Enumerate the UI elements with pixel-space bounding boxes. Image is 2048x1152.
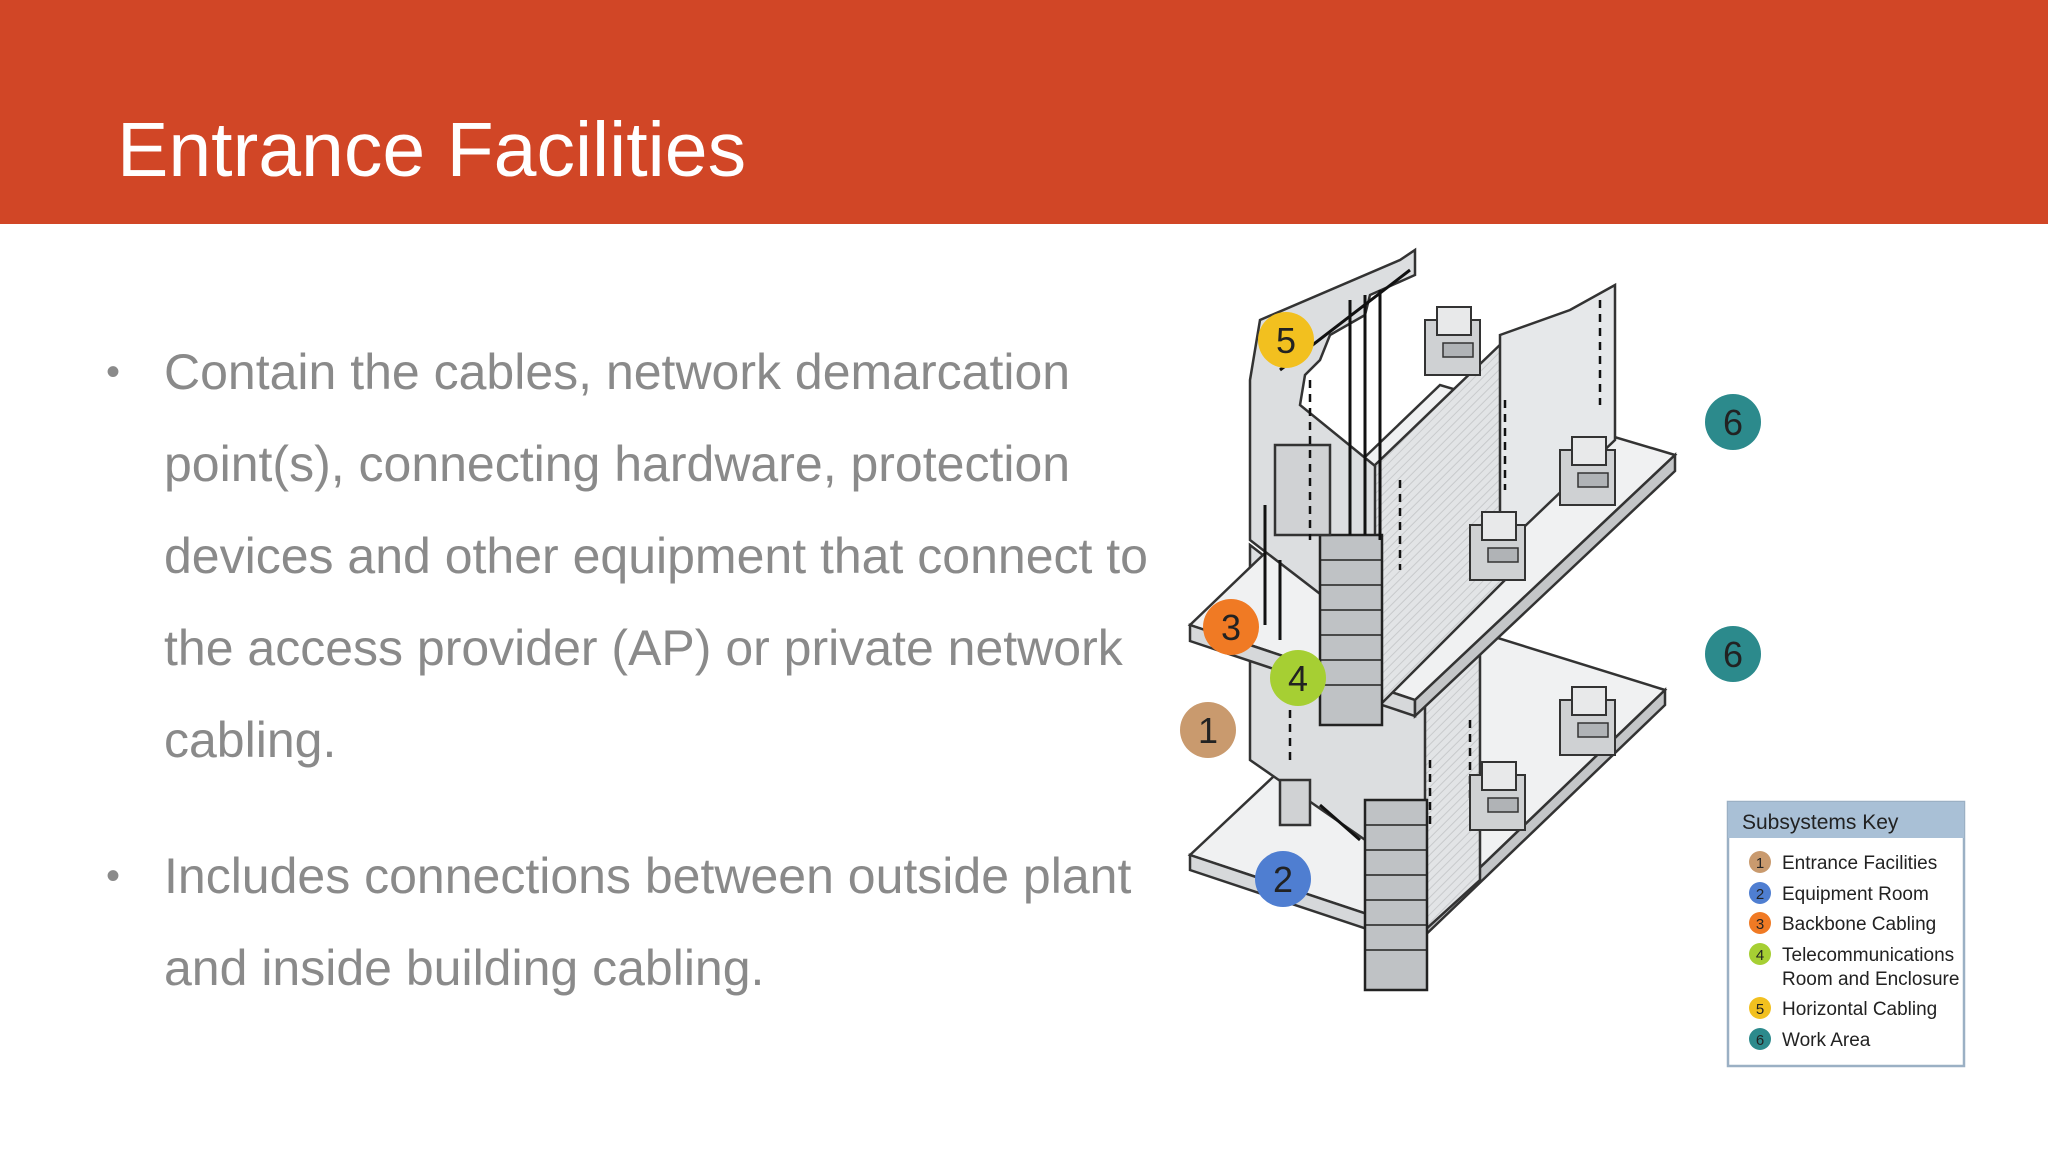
callout-6: 6 xyxy=(1705,626,1761,682)
bullet-item: • Contain the cables, network demarcatio… xyxy=(104,326,1164,786)
key-number: 1 xyxy=(1756,855,1764,872)
horizontal-cables xyxy=(1288,300,1602,830)
key-label: Backbone Cabling xyxy=(1782,914,1936,935)
slide-title: Entrance Facilities xyxy=(117,107,747,193)
callout-number: 6 xyxy=(1723,402,1743,443)
callout-number: 2 xyxy=(1273,859,1293,900)
workstation xyxy=(1469,511,1526,581)
building-illustration: 5 6 3 4 6 1 2 Subsystems K xyxy=(1180,247,1966,1068)
callout-number: 5 xyxy=(1276,320,1296,361)
key-number: 2 xyxy=(1756,886,1764,903)
workstation xyxy=(1559,436,1616,506)
building-cabling-diagram: 5 6 3 4 6 1 2 Subsystems K xyxy=(1170,240,2010,1100)
key-label: Telecommunications xyxy=(1782,945,1954,966)
key-title: Subsystems Key xyxy=(1742,811,1899,834)
callout-4: 4 xyxy=(1270,650,1326,706)
entrance-box xyxy=(1278,778,1312,827)
key-number: 4 xyxy=(1756,947,1764,964)
callout-5: 5 xyxy=(1258,312,1314,368)
callout-number: 3 xyxy=(1221,607,1241,648)
callout-2: 2 xyxy=(1255,851,1311,907)
bullet-item: • Includes connections between outside p… xyxy=(104,830,1164,1014)
workstation xyxy=(1559,686,1616,756)
bullet-list: • Contain the cables, network demarcatio… xyxy=(104,326,1164,1014)
backbone-cables xyxy=(1263,268,1411,842)
equipment-rack-upper xyxy=(1318,533,1384,727)
key-label: Work Area xyxy=(1782,1030,1871,1051)
key-label-line2: Room and Enclosure xyxy=(1782,969,1959,990)
workstation xyxy=(1469,761,1526,831)
key-label: Horizontal Cabling xyxy=(1782,999,1937,1020)
callout-number: 4 xyxy=(1288,658,1308,699)
equipment-rack-lower xyxy=(1363,798,1429,992)
callout-6: 6 xyxy=(1705,394,1761,450)
bullet-text: Contain the cables, network demarcation … xyxy=(164,344,1148,768)
callout-number: 1 xyxy=(1198,710,1218,751)
bullet-text: Includes connections between outside pla… xyxy=(164,848,1132,996)
callout-3: 3 xyxy=(1203,599,1259,655)
workstation xyxy=(1424,306,1481,376)
callout-1: 1 xyxy=(1180,702,1236,758)
title-bar: Entrance Facilities xyxy=(0,0,2048,224)
wall-panel-box xyxy=(1273,443,1332,537)
key-label: Entrance Facilities xyxy=(1782,853,1937,874)
bullet-dot-icon: • xyxy=(106,350,121,394)
callout-number: 6 xyxy=(1723,634,1743,675)
key-number: 5 xyxy=(1756,1001,1764,1018)
key-label: Equipment Room xyxy=(1782,884,1929,905)
subsystems-key: Subsystems Key 1 Entrance Facilities 2 E… xyxy=(1726,800,1966,1068)
key-number: 6 xyxy=(1756,1032,1764,1049)
bullet-dot-icon: • xyxy=(106,854,121,898)
key-number: 3 xyxy=(1756,916,1764,933)
